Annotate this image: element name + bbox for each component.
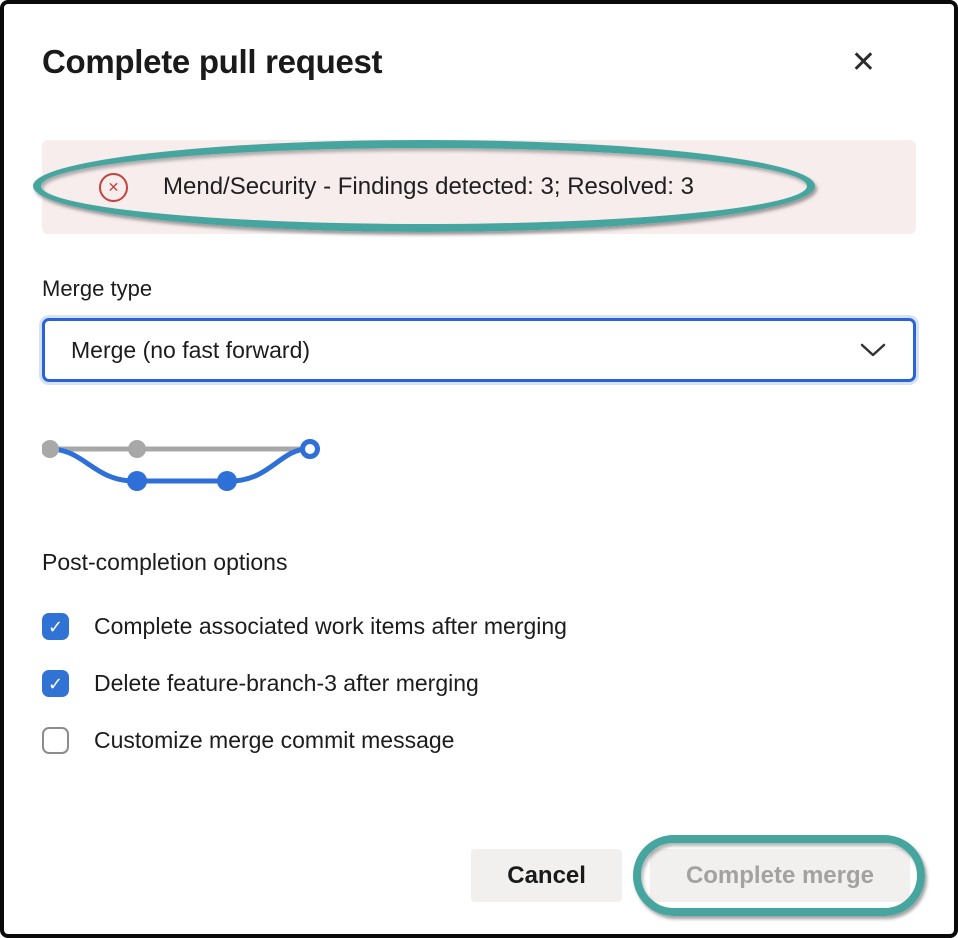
dialog-header: Complete pull request ✕: [42, 40, 916, 84]
checkbox-delete-branch[interactable]: ✓: [42, 670, 69, 697]
cancel-button[interactable]: Cancel: [471, 849, 622, 902]
status-banner-message: Mend/Security - Findings detected: 3; Re…: [163, 173, 694, 200]
checkbox-complete-work-items[interactable]: ✓: [42, 613, 69, 640]
option-delete-branch[interactable]: ✓ Delete feature-branch-3 after merging: [42, 670, 916, 697]
option-label: Complete associated work items after mer…: [94, 613, 567, 639]
post-completion-options-list: ✓ Complete associated work items after m…: [42, 613, 916, 754]
checkmark-icon: ✓: [47, 616, 64, 637]
checkbox-customize-commit-message[interactable]: ✓: [42, 727, 69, 754]
option-complete-work-items[interactable]: ✓ Complete associated work items after m…: [42, 613, 916, 640]
option-label: Delete feature-branch-3 after merging: [94, 670, 479, 696]
merge-branch-diagram: [41, 439, 320, 491]
chevron-down-icon: [859, 341, 887, 359]
close-icon[interactable]: ✕: [850, 46, 876, 79]
merge-type-dropdown[interactable]: Merge (no fast forward): [42, 318, 916, 382]
merge-type-label: Merge type: [42, 276, 153, 301]
merge-type-selected-value: Merge (no fast forward): [71, 336, 311, 363]
dialog-footer: Cancel Complete merge: [471, 849, 910, 902]
complete-merge-button[interactable]: Complete merge: [649, 849, 910, 902]
post-completion-options-label: Post-completion options: [42, 549, 288, 575]
option-customize-commit-message[interactable]: ✓ Customize merge commit message: [42, 727, 916, 754]
error-circle-x-icon: ✕: [99, 172, 128, 202]
status-banner: ✕ Mend/Security - Findings detected: 3; …: [42, 140, 916, 234]
checkmark-icon: ✓: [47, 673, 64, 694]
option-label: Customize merge commit message: [94, 727, 455, 753]
dialog-title: Complete pull request: [42, 43, 383, 80]
